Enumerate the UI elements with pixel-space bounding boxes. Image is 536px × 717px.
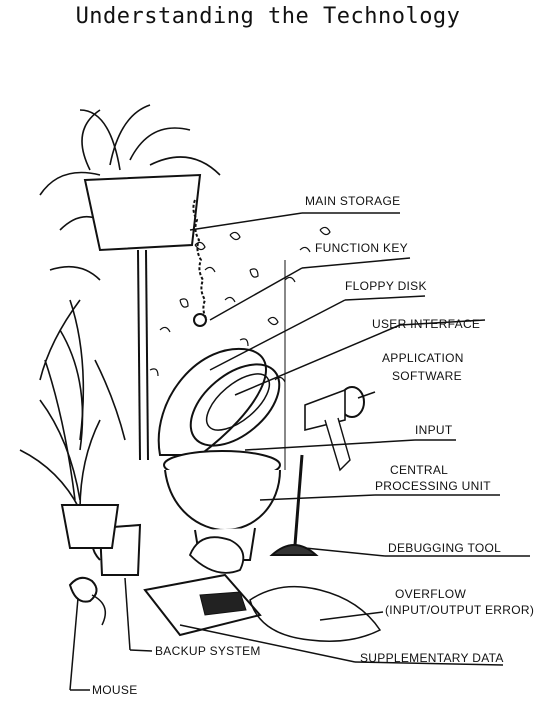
mouse-animal	[68, 576, 98, 603]
plunger-cup	[269, 544, 319, 556]
chain-handle	[193, 313, 207, 327]
label-mouse: MOUSE	[92, 683, 138, 697]
label-cpu-line1: CENTRAL	[390, 463, 448, 477]
label-cpu-line2: PROCESSING UNIT	[375, 479, 491, 493]
label-debugging-tool: DEBUGGING TOOL	[388, 541, 501, 555]
label-input: INPUT	[415, 423, 453, 437]
overflow-puddle	[249, 585, 382, 642]
label-application-software-line1: APPLICATION	[382, 351, 464, 365]
magazine-block	[199, 591, 247, 616]
toilet-seat	[189, 363, 281, 447]
mouse-tail	[91, 594, 107, 626]
pull-chain	[192, 199, 208, 321]
toilet-seat-inner	[205, 373, 271, 431]
label-main-storage: MAIN STORAGE	[305, 194, 400, 208]
plunger-handle	[293, 454, 304, 546]
label-supplementary-data: SUPPLEMENTARY DATA	[360, 651, 504, 665]
tank-main-storage	[83, 173, 202, 252]
flower-pot	[60, 504, 120, 549]
label-floppy-disk: FLOPPY DISK	[345, 279, 427, 293]
label-user-interface: USER INTERFACE	[372, 317, 480, 331]
label-function-key: FUNCTION KEY	[315, 241, 408, 255]
label-overflow-line2: (INPUT/OUTPUT ERROR)	[385, 603, 534, 617]
flush-pipe-2	[145, 249, 149, 461]
label-application-software-line2: SOFTWARE	[392, 369, 462, 383]
label-overflow-line1: OVERFLOW	[395, 587, 466, 601]
flush-pipe	[137, 249, 141, 461]
plant-left	[19, 299, 126, 511]
page-title: Understanding the Technology	[75, 4, 461, 29]
label-backup-system: BACKUP SYSTEM	[155, 644, 261, 658]
rock	[188, 536, 245, 574]
callout-lines	[69, 212, 530, 691]
